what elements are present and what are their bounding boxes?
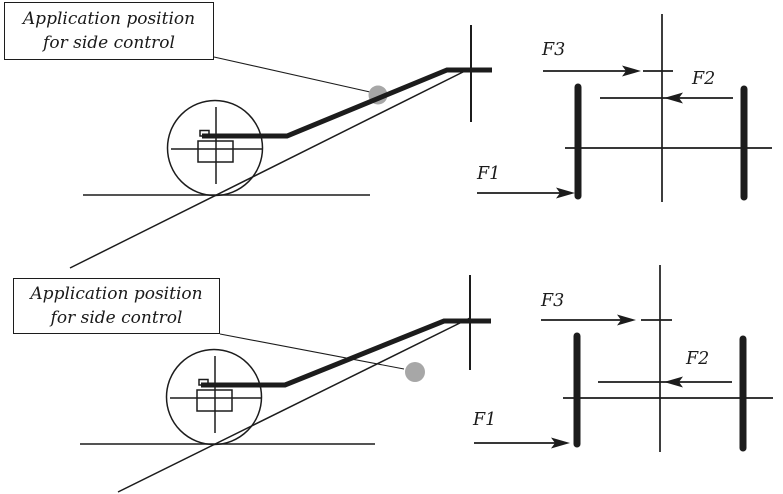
application-point-dot bbox=[405, 362, 425, 382]
force-diagram-top bbox=[477, 14, 772, 202]
f3-arrowhead bbox=[617, 314, 636, 326]
f2-label-bottom: F2 bbox=[686, 349, 710, 369]
callout-text-line2: for side control bbox=[43, 33, 175, 53]
lever-arm bbox=[201, 318, 491, 388]
f1-label-top: F1 bbox=[477, 164, 501, 184]
control-rod-line bbox=[117, 317, 471, 493]
f1-arrowhead bbox=[556, 187, 575, 199]
f1-arrowhead bbox=[551, 437, 570, 449]
leader-line bbox=[219, 333, 405, 370]
hub-rect bbox=[196, 389, 233, 412]
wheel-circle bbox=[165, 348, 263, 446]
callout-text-line2: for side control bbox=[50, 308, 183, 328]
f3-label-top: F3 bbox=[542, 40, 566, 60]
lever-arm bbox=[202, 67, 492, 139]
pedal-assembly-top bbox=[69, 25, 492, 269]
wheel-circle bbox=[166, 99, 264, 197]
f2-arrowhead bbox=[664, 92, 683, 104]
callout-text-line1: Application position bbox=[30, 283, 203, 304]
hub-rect bbox=[197, 140, 234, 163]
callout-box-bottom: Application position for side control bbox=[13, 278, 220, 334]
callout-text-line1: Application position bbox=[22, 8, 196, 29]
f2-arrowhead bbox=[664, 376, 683, 388]
f2-label-top: F2 bbox=[692, 69, 716, 89]
f3-label-bottom: F3 bbox=[541, 291, 565, 311]
f3-arrowhead bbox=[622, 65, 641, 77]
pedal-assembly-bottom bbox=[80, 275, 491, 493]
control-rod-line bbox=[69, 67, 472, 269]
callout-box-top: Application position for side control bbox=[4, 2, 214, 60]
force-diagram-bottom bbox=[474, 265, 773, 452]
f1-label-bottom: F1 bbox=[473, 410, 497, 430]
leader-line bbox=[213, 56, 371, 93]
